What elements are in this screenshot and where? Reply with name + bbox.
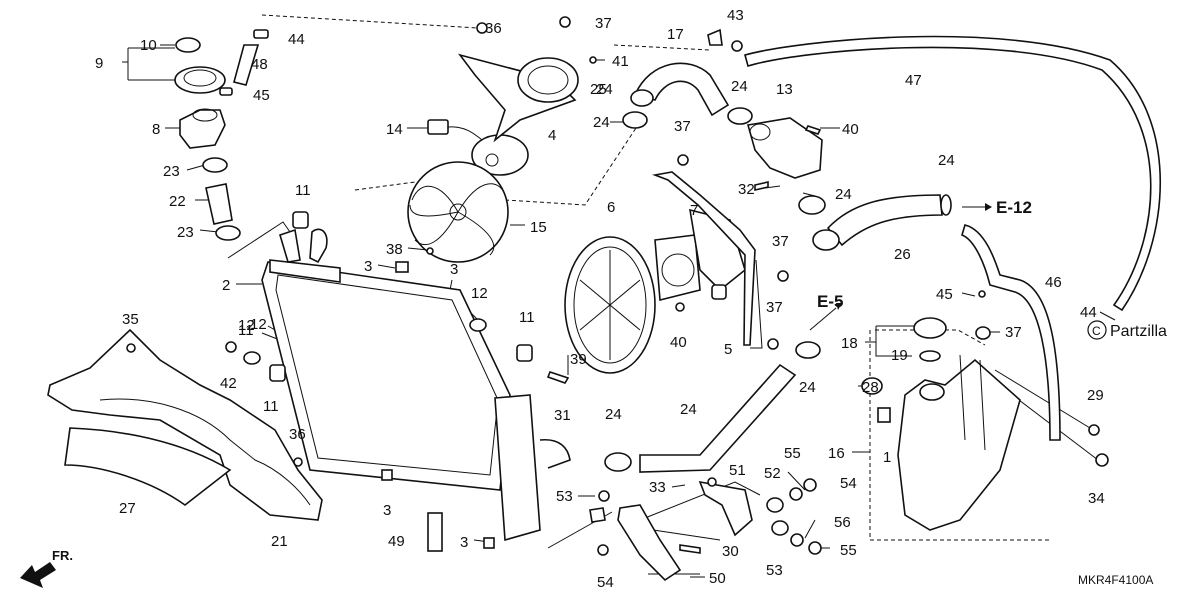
callout-label: 17: [667, 26, 684, 43]
callout-label: 36: [289, 426, 306, 443]
callout-label: 11: [519, 309, 535, 326]
callout-label: 25: [590, 81, 607, 98]
callout-label: 24: [596, 81, 613, 98]
callout-label: 12: [238, 317, 255, 334]
callout-label: 29: [1087, 387, 1104, 404]
callout-label: 3: [383, 502, 391, 519]
callout-label: 10: [140, 37, 157, 54]
callout-label: 6: [607, 199, 615, 216]
callout-label: 4: [548, 127, 556, 144]
callout-label: 42: [220, 375, 237, 392]
callout-label: 35: [122, 311, 139, 328]
callout-label: 13: [776, 81, 793, 98]
callout-label: 30: [722, 543, 739, 560]
parts: [47, 16, 1162, 582]
callout-label: 32: [738, 181, 755, 198]
reference-e5: E-5: [817, 292, 843, 311]
callout-label: 37: [766, 299, 783, 316]
callout-label: 46: [1045, 274, 1062, 291]
callout-label: 18: [841, 335, 858, 352]
callout-label: 24: [605, 406, 622, 423]
callout-label: 3: [450, 261, 458, 278]
callout-label: 37: [674, 118, 691, 135]
callout-label: 34: [1088, 490, 1105, 507]
callout-label: 56: [834, 514, 851, 531]
callout-label: 55: [840, 542, 857, 559]
cap-seal-part: [175, 37, 201, 53]
callout-label: 23: [163, 163, 180, 180]
callout-label: 37: [1005, 324, 1022, 341]
callout-label: 44: [288, 31, 305, 48]
callout-label: 21: [271, 533, 288, 550]
callout-label: 52: [764, 465, 781, 482]
callout-label: 50: [709, 570, 726, 587]
callout-label: 8: [152, 121, 160, 138]
callout-label: 38: [386, 241, 403, 258]
callout-label: 44: [1080, 304, 1097, 321]
callout-label: 28: [862, 379, 879, 396]
callout-label: 40: [842, 121, 859, 138]
callout-label: 40: [670, 334, 687, 351]
callout-label: 19: [891, 347, 908, 364]
callout-label: 37: [595, 15, 612, 32]
callout-label: 45: [253, 87, 270, 104]
references: E-12 E-5: [817, 198, 1032, 311]
callout-label: 53: [556, 488, 573, 505]
watermark-copyright-icon: C: [1087, 320, 1107, 340]
callout-label: 24: [593, 114, 610, 131]
front-direction-arrow-icon: [20, 562, 56, 588]
callout-label: 33: [649, 479, 666, 496]
diagram-code: MKR4F4100A: [1078, 573, 1153, 587]
callout-label: 15: [530, 219, 547, 236]
callout-label: 12: [471, 285, 488, 302]
callout-label: 24: [799, 379, 816, 396]
callout-label: 22: [169, 193, 186, 210]
callout-label: 41: [612, 53, 629, 70]
callout-label: 37: [772, 233, 789, 250]
callout-label: 39: [570, 351, 587, 368]
callout-label: 54: [840, 475, 857, 492]
callout-label: 49: [388, 533, 405, 550]
callout-label: 7: [690, 202, 698, 219]
svg-text:C: C: [1092, 324, 1101, 338]
callout-label: 43: [727, 7, 744, 24]
callout-label: 51: [729, 462, 746, 479]
callout-label: 55: [784, 445, 801, 462]
callout-label: 24: [731, 78, 748, 95]
callout-label: 12: [250, 316, 267, 333]
front-direction-label: FR.: [52, 548, 73, 563]
watermark-text: Partzilla: [1110, 323, 1167, 340]
callout-label: 26: [894, 246, 911, 263]
callout-label: 24: [835, 186, 852, 203]
callout-label: 11: [263, 398, 279, 415]
callout-label: 3: [460, 534, 468, 551]
callout-label: 24: [938, 152, 955, 169]
callout-labels: 1 2 3 3 3 3 4 5 6 7 8 9 10 11 11 11 11 1…: [95, 7, 1105, 591]
callout-label: 9: [95, 55, 103, 72]
callout-label: 53: [766, 562, 783, 579]
callout-label: 1: [883, 449, 891, 466]
callout-label: 31: [554, 407, 571, 424]
callout-label: 14: [386, 121, 403, 138]
callout-label: 16: [828, 445, 845, 462]
callout-label: 2: [222, 277, 230, 294]
callout-label: 23: [177, 224, 194, 241]
callout-label: 5: [724, 341, 732, 358]
callout-label: 48: [251, 56, 268, 73]
callout-label: 3: [364, 258, 372, 275]
callout-label: 54: [597, 574, 614, 591]
callout-label: 47: [905, 72, 922, 89]
callout-label: 27: [119, 500, 136, 517]
callout-label: 24: [680, 401, 697, 418]
callout-label: 11: [238, 322, 254, 339]
callout-label: 45: [936, 286, 953, 303]
callout-label: 36: [485, 20, 502, 37]
reference-e12: E-12: [996, 198, 1032, 217]
callout-label: 11: [295, 182, 311, 199]
